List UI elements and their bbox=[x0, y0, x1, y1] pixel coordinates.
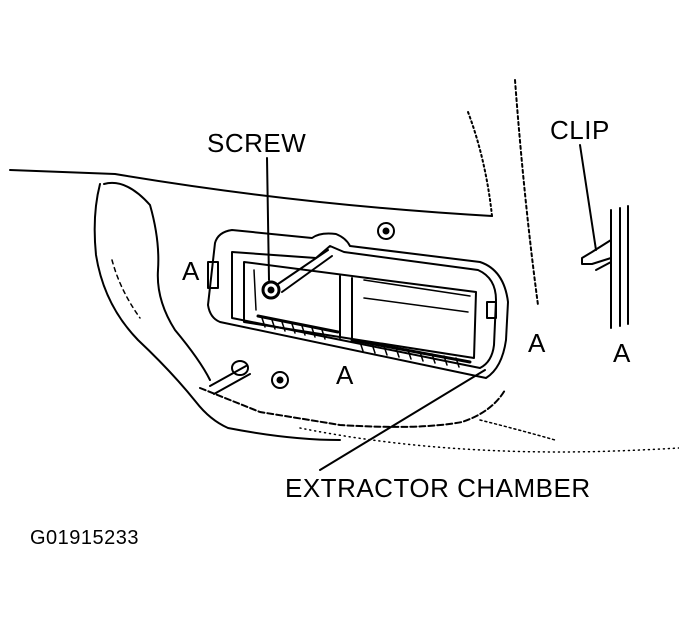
clip-detail bbox=[581, 205, 629, 329]
figure-code: G01915233 bbox=[30, 527, 140, 549]
vent-flap-hatching bbox=[261, 317, 460, 368]
extractor-chamber-leader bbox=[319, 369, 486, 471]
extractor-chamber-frame bbox=[207, 229, 509, 379]
section-marker-a-right: A bbox=[528, 328, 546, 358]
clip-label: CLIP bbox=[550, 115, 610, 145]
leader-lines bbox=[266, 144, 597, 471]
clip-leader bbox=[579, 144, 597, 251]
section-marker-a-bottom: A bbox=[336, 360, 354, 390]
section-marker-a-clip: A bbox=[613, 338, 631, 368]
fastener-holes bbox=[209, 222, 395, 395]
bumper-outline bbox=[93, 182, 679, 453]
body-panel-outline bbox=[9, 79, 539, 306]
screw-leader bbox=[266, 157, 270, 281]
screw-label: SCREW bbox=[207, 128, 307, 158]
screw bbox=[261, 249, 333, 300]
section-marker-a-left: A bbox=[182, 256, 200, 286]
extractor-chamber-label: EXTRACTOR CHAMBER bbox=[285, 473, 591, 503]
vent-opening bbox=[243, 261, 477, 364]
